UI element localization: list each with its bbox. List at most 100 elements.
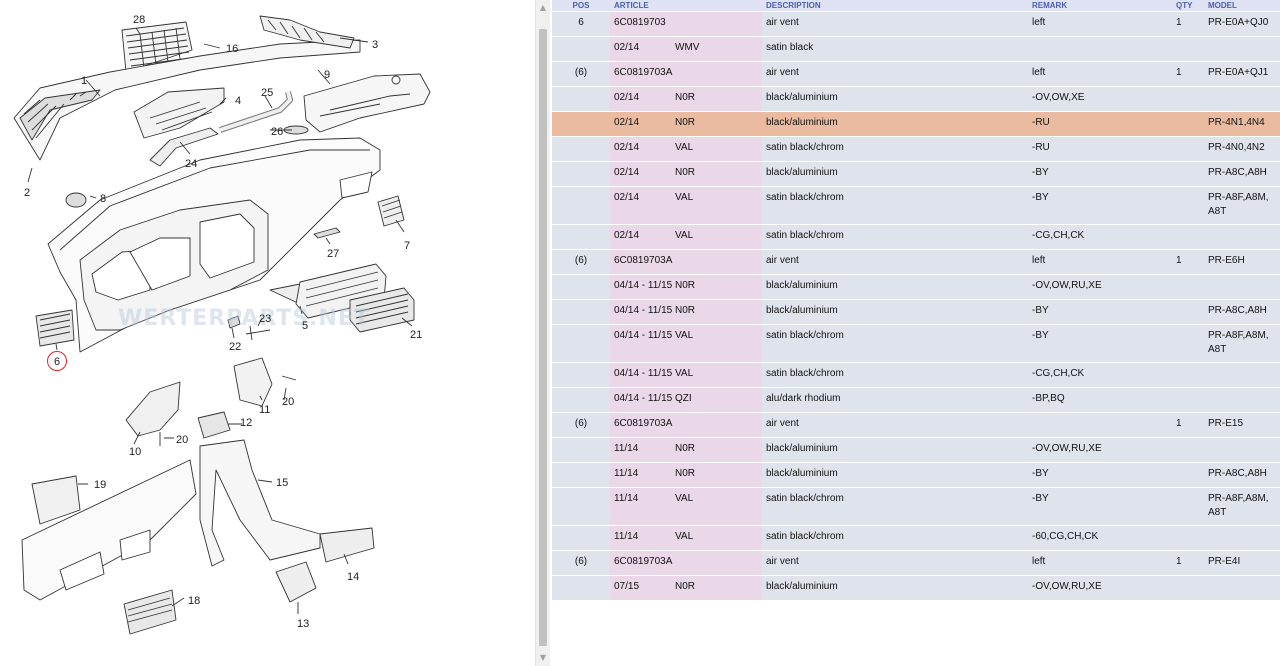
callout-9[interactable]: 9 (324, 69, 331, 81)
cell-remark: -CG,CH,CK (1028, 225, 1172, 249)
cell-qty: 1 (1172, 413, 1204, 437)
callout-26[interactable]: 26 (271, 126, 284, 138)
cell-color-code: VAL (675, 531, 694, 542)
col-header-qty[interactable]: QTY (1172, 0, 1204, 11)
cell-model: PR-A8C,A8H (1204, 162, 1280, 186)
cell-color-code: N0R (675, 280, 696, 291)
callout-16[interactable]: 16 (226, 43, 239, 55)
cell-qty (1172, 388, 1204, 412)
callout-2[interactable]: 2 (24, 187, 31, 199)
callout-22[interactable]: 22 (229, 341, 242, 353)
cell-qty: 1 (1172, 551, 1204, 575)
scroll-up-icon[interactable]: ▲ (539, 3, 547, 12)
col-header-article[interactable]: ARTICLE (610, 0, 762, 11)
cell-color-code: N0R (675, 468, 696, 479)
callout-21[interactable]: 21 (410, 329, 423, 341)
callout-8[interactable]: 8 (100, 193, 107, 205)
callout-28[interactable]: 28 (133, 14, 146, 26)
cell-description: satin black/chrom (762, 187, 1028, 224)
cell-model (1204, 275, 1280, 299)
cell-description: black/aluminium (762, 275, 1028, 299)
callout-14[interactable]: 14 (347, 571, 360, 583)
article-number[interactable]: 6C0819703A (614, 67, 673, 78)
callout-13[interactable]: 13 (297, 618, 310, 630)
cell-date: 11/14 (614, 468, 639, 479)
callout-18[interactable]: 18 (188, 595, 201, 607)
vertical-scrollbar[interactable]: ▲ ▼ (535, 0, 550, 666)
col-header-description[interactable]: DESCRIPTION (762, 0, 1028, 11)
callout-25[interactable]: 25 (261, 87, 274, 99)
col-header-remark[interactable]: REMARK (1028, 0, 1172, 11)
article-number[interactable]: 6C0819703A (614, 556, 673, 567)
callout-7[interactable]: 7 (404, 240, 411, 252)
cell-description: satin black/chrom (762, 225, 1028, 249)
col-header-pos[interactable]: POS (552, 0, 610, 11)
cell-pos (552, 162, 610, 186)
callout-5[interactable]: 5 (302, 320, 309, 332)
cell-date: 11/14 (614, 443, 639, 454)
model-line: PR-E4I (1208, 556, 1241, 567)
cell-description: air vent (762, 12, 1028, 36)
part-15-duct (199, 439, 321, 567)
callout-1[interactable]: 1 (81, 75, 88, 87)
article-number[interactable]: 6C0819703A (614, 255, 673, 266)
scroll-down-icon[interactable]: ▼ (539, 653, 547, 662)
model-line: PR-E6H (1208, 255, 1245, 266)
callout-4[interactable]: 4 (235, 95, 242, 107)
callout-10[interactable]: 10 (129, 446, 142, 458)
cell-date: 02/14 (614, 167, 640, 178)
cell-qty (1172, 37, 1204, 61)
cell-color-code: N0R (675, 92, 696, 103)
cell-color-code: WMV (675, 42, 700, 53)
exploded-view-drawing (13, 15, 431, 635)
scrollbar-thumb[interactable] (539, 29, 547, 646)
cell-model (1204, 438, 1280, 462)
callout-20[interactable]: 20 (282, 396, 295, 408)
model-line: PR-A8C,A8H (1208, 468, 1267, 479)
callout-11[interactable]: 11 (259, 404, 271, 416)
article-number[interactable]: 6C0819703A (614, 418, 673, 429)
cell-pos (552, 137, 610, 161)
cell-remark: -BP,BQ (1028, 388, 1172, 412)
callout-27[interactable]: 27 (327, 248, 340, 260)
callout-24[interactable]: 24 (185, 158, 198, 170)
callout-19[interactable]: 19 (94, 479, 107, 491)
cell-color-code: VAL (675, 368, 694, 379)
callout-15[interactable]: 15 (276, 477, 289, 489)
cell-remark: left (1028, 250, 1172, 274)
callout-6[interactable]: 6 (54, 356, 61, 368)
callout-23[interactable]: 23 (259, 313, 272, 325)
callout-3[interactable]: 3 (372, 39, 379, 51)
part-11-bracket (233, 357, 273, 407)
cell-color-code: VAL (675, 192, 694, 203)
callout-12[interactable]: 12 (240, 417, 253, 429)
callout-20[interactable]: 20 (176, 434, 189, 446)
article-number[interactable]: 6C0819703 (614, 17, 666, 28)
col-header-model[interactable]: MODEL (1204, 0, 1280, 11)
